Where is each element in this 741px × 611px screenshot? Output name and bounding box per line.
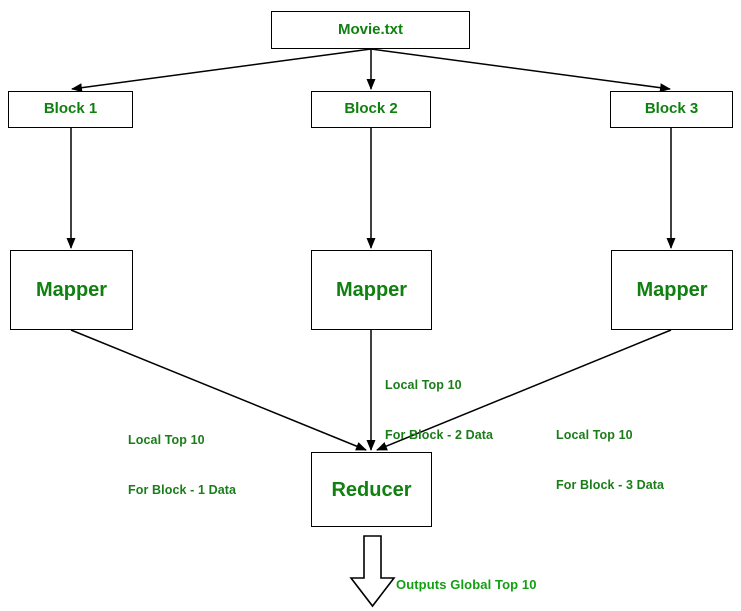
- node-label: Mapper: [335, 279, 408, 301]
- node-source-movie-txt[interactable]: Movie.txt: [271, 11, 470, 49]
- edge-mapper3-to-reducer: [376, 329, 672, 451]
- edge-label-line-1: Local Top 10: [128, 432, 205, 447]
- node-mapper-1[interactable]: Mapper: [10, 250, 133, 330]
- node-block-2[interactable]: Block 2: [311, 91, 431, 128]
- edge-label-line-1: Local Top 10: [556, 427, 633, 442]
- node-block-3[interactable]: Block 3: [610, 91, 733, 128]
- node-reducer[interactable]: Reducer: [311, 452, 432, 527]
- node-block-1[interactable]: Block 1: [8, 91, 133, 128]
- edge-label-line-1: Outputs Global Top 10: [396, 577, 537, 593]
- output-hollow-arrow-icon: [349, 535, 396, 608]
- node-label: Block 2: [344, 100, 398, 118]
- node-label: Block 1: [43, 100, 98, 118]
- edge-label-output: Outputs Global Top 10 Records of Movie.t…: [396, 541, 537, 611]
- edge-source-to-block1: [71, 48, 372, 93]
- edge-mapper1-to-reducer: [70, 329, 367, 451]
- edge-label-block-2: Local Top 10 For Block - 2 Data: [385, 343, 493, 478]
- edge-label-block-3: Local Top 10 For Block - 3 Data: [556, 393, 664, 528]
- node-label: Movie.txt: [337, 20, 403, 38]
- node-label: Block 3: [644, 100, 699, 118]
- edge-label-line-2: For Block - 1 Data: [128, 483, 237, 498]
- edge-label-line-2: For Block - 2 Data: [385, 428, 494, 443]
- node-label: Reducer: [331, 478, 412, 501]
- node-mapper-3[interactable]: Mapper: [611, 250, 733, 330]
- edge-label-line-1: Local Top 10: [385, 377, 462, 392]
- edge-source-to-block3: [370, 48, 671, 93]
- node-label: Mapper: [636, 279, 708, 301]
- edge-label-block-1: Local Top 10 For Block - 1 Data: [128, 398, 236, 533]
- node-mapper-2[interactable]: Mapper: [311, 250, 432, 330]
- node-label: Mapper: [35, 279, 108, 301]
- edge-label-line-2: For Block - 3 Data: [556, 478, 665, 493]
